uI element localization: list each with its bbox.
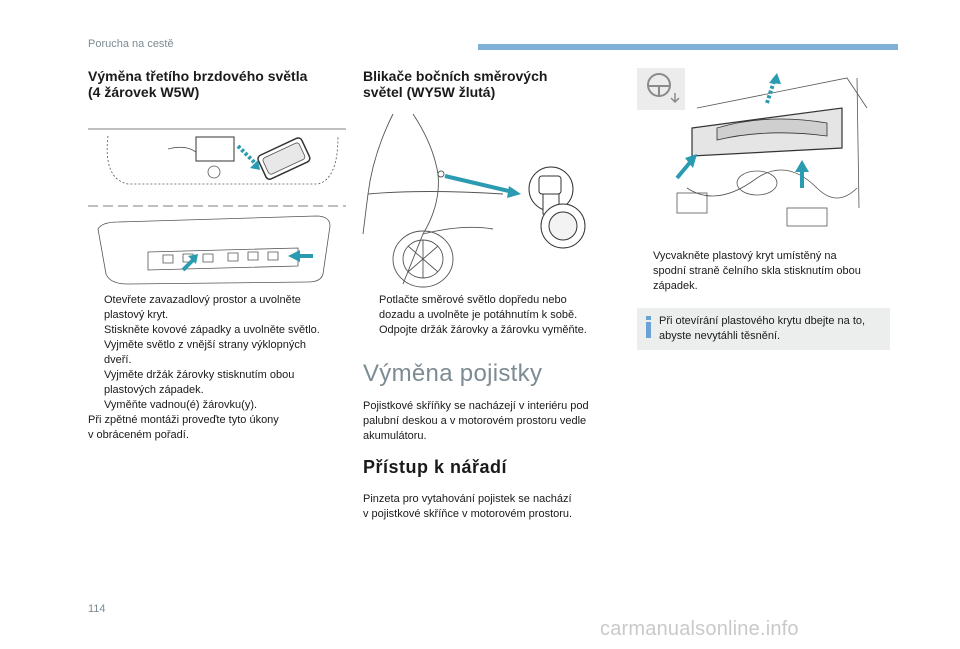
fuse-text: Pojistkové skříňky se nacházejí v interi… <box>363 400 589 442</box>
tools-section: Přístup k nářadí Pinzeta pro vytahování … <box>363 457 625 522</box>
info-text: Při otevírání plastového krytu dbejte na… <box>659 315 866 342</box>
column-brake-light: Výměna třetího brzdového světla (4 žárov… <box>88 68 350 100</box>
windscreen-cover-illustration <box>637 68 868 227</box>
page-number: 114 <box>88 603 106 615</box>
instruction-item: Vyměňte vadnou(é) žárovku(y). <box>104 399 258 411</box>
tools-text: Pinzeta pro vytahování pojistek se nachá… <box>363 493 573 520</box>
brake-light-illustration <box>88 128 346 285</box>
header-accent-bar <box>478 44 898 50</box>
steering-wheel-icon <box>637 68 685 110</box>
side-indicator-illustration <box>362 113 586 288</box>
watermark: carmanualsonline.info <box>600 618 799 640</box>
column-side-indicators: Blikače bočních směrových světel (WY5W ž… <box>363 68 625 100</box>
fuse-heading: Výměna pojistky <box>363 360 543 387</box>
section-heading-brake-light: Výměna třetího brzdového světla (4 žárov… <box>88 68 350 100</box>
tools-heading: Přístup k nářadí <box>363 457 508 477</box>
info-box: Při otevírání plastového krytu dbejte na… <box>637 308 890 350</box>
instruction-item: Stiskněte kovové západky a uvolněte svět… <box>104 324 320 336</box>
section-heading-side-indicators: Blikače bočních směrových světel (WY5W ž… <box>363 68 548 100</box>
heading-line: (4 žárovek W5W) <box>88 84 200 100</box>
instruction-item: Vyjměte světlo z vnější strany výklopnýc… <box>104 339 306 366</box>
fuse-section: Výměna pojistky Pojistkové skříňky se na… <box>363 360 625 444</box>
heading-line: Výměna třetího brzdového světla <box>88 68 308 84</box>
instruction-item: Odpojte držák žárovky a žárovku vyměňte. <box>379 324 587 336</box>
info-icon <box>645 316 652 340</box>
running-header: Porucha na cestě <box>88 38 174 50</box>
